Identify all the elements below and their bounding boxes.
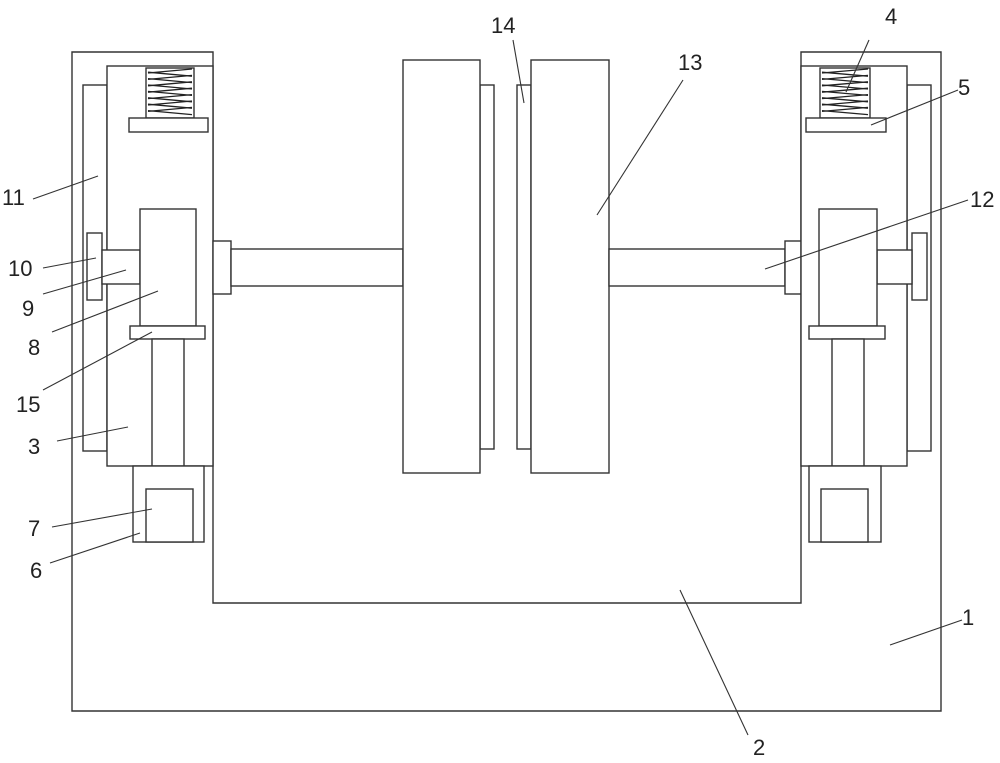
- left-motor-block: [139, 208, 197, 327]
- right-main-shaft: [608, 248, 786, 287]
- right-short-shaft: [876, 249, 913, 285]
- right-spring-plate: [805, 117, 887, 133]
- left-main-shaft: [230, 248, 404, 287]
- label-7: 7: [28, 516, 40, 541]
- right-motor-block: [818, 208, 878, 327]
- right-shaft-collar: [784, 240, 802, 295]
- right-disc-pad: [516, 84, 532, 450]
- label-5: 5: [958, 75, 970, 100]
- left-motor-plate: [129, 325, 206, 340]
- left-disc: [402, 59, 481, 474]
- right-motor-plate: [808, 325, 886, 340]
- leader-lines: [32, 39, 969, 736]
- right-end-knob: [911, 232, 928, 301]
- label-14: 14: [491, 13, 515, 38]
- right-support-rod: [831, 338, 865, 467]
- label-3: 3: [28, 434, 40, 459]
- label-1: 1: [962, 605, 974, 630]
- spring-coil-stroke: [821, 109, 869, 116]
- left-disc-back-plate: [479, 84, 495, 450]
- label-8: 8: [28, 335, 40, 360]
- left-short-shaft: [101, 249, 141, 285]
- left-shaft-collar: [212, 240, 232, 295]
- right-spring-coil: [821, 68, 869, 116]
- label-2: 2: [753, 735, 765, 760]
- left-spring-coil: [147, 68, 193, 116]
- label-13: 13: [678, 50, 702, 75]
- label-9: 9: [22, 296, 34, 321]
- label-15: 15: [16, 392, 40, 417]
- label-12: 12: [970, 187, 994, 212]
- spring-coil-stroke: [147, 109, 193, 116]
- left-spring-plate: [128, 117, 209, 133]
- label-6: 6: [30, 558, 42, 583]
- label-10: 10: [8, 256, 32, 281]
- label-11: 11: [2, 185, 25, 210]
- left-lift-inner: [145, 488, 194, 543]
- label-4: 4: [885, 4, 897, 29]
- right-disc: [530, 59, 610, 474]
- left-support-rod: [151, 338, 185, 467]
- right-lift-inner: [820, 488, 869, 543]
- left-end-knob: [86, 232, 103, 301]
